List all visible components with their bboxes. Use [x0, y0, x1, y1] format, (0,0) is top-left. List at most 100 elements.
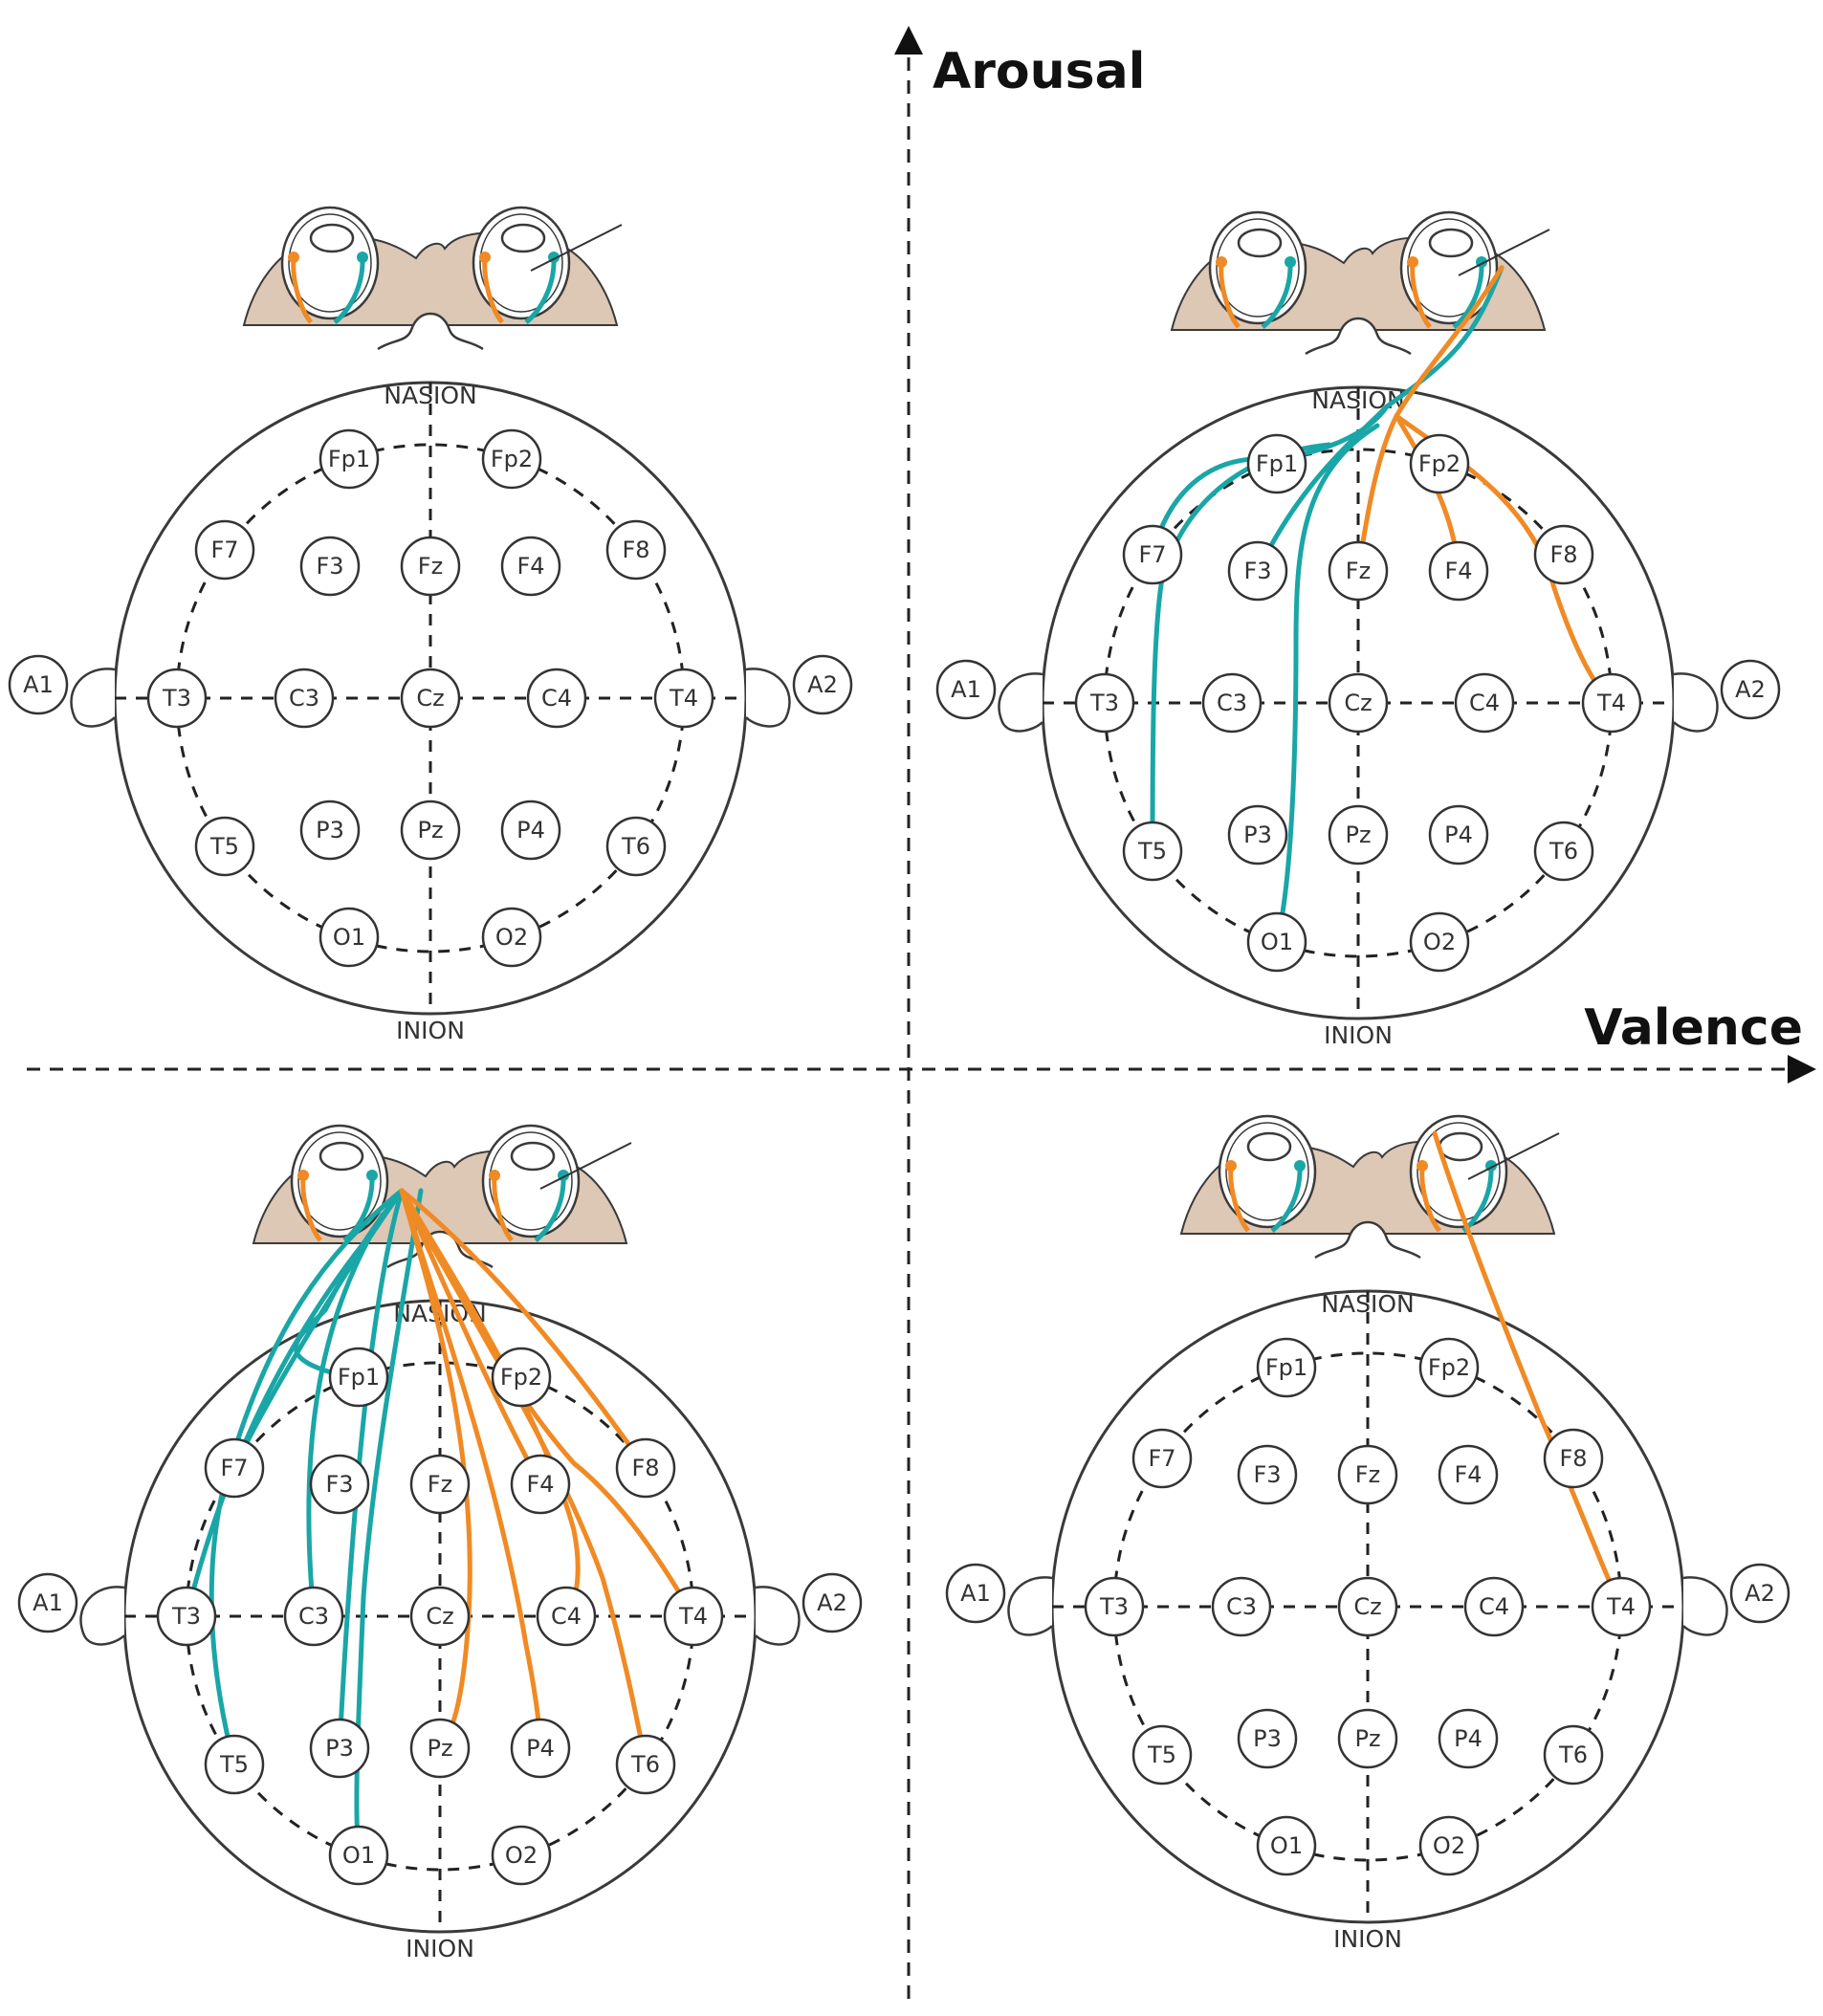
electrode-cz: Cz	[1328, 672, 1389, 734]
electrode-circle	[204, 1437, 265, 1499]
electrode-t3: T3	[1084, 1576, 1145, 1637]
electrode-f8: F8	[615, 1437, 676, 1499]
electrode-circle	[309, 1718, 370, 1779]
electrode-label: Cz	[416, 685, 444, 712]
electrode-label: O2	[1423, 929, 1456, 955]
electrode-circle	[1418, 1337, 1480, 1398]
electrode-label: Fp2	[1418, 450, 1461, 477]
electrode-circle	[409, 1454, 471, 1515]
electrode-label: F7	[210, 537, 238, 563]
electrode-circle	[1337, 1576, 1398, 1637]
electrode-circle	[1438, 1708, 1499, 1769]
orange-optic-fibre	[1410, 262, 1433, 329]
electrode-label: A2	[807, 671, 838, 698]
inion-label: INION	[1333, 1925, 1402, 1953]
electrode-p4: P4	[510, 1718, 571, 1779]
cyan-pathway	[1255, 404, 1390, 574]
electrode-label: Pz	[1354, 1725, 1380, 1752]
electrode-f4: F4	[500, 536, 561, 597]
electrode-label: C3	[289, 685, 319, 712]
orange-optic-fibre	[482, 257, 505, 324]
electrode-circle	[204, 1734, 265, 1795]
electrode-label: T6	[630, 1751, 660, 1778]
electrode-label: Cz	[1344, 690, 1372, 716]
electrode-label: T5	[219, 1751, 249, 1778]
electrode-circle	[1122, 524, 1183, 585]
electrode-label: C4	[541, 685, 572, 712]
electrode-pz: Pz	[409, 1718, 471, 1779]
electrode-label: T5	[1137, 838, 1167, 865]
cyan-pathway	[1274, 423, 1380, 945]
electrode-fz: Fz	[409, 1454, 471, 1515]
electrode-label: T4	[669, 685, 698, 712]
electrode-circle	[1729, 1563, 1790, 1624]
electrode-f3: F3	[299, 536, 361, 597]
electrode-label: A1	[951, 676, 981, 703]
electrode-a1: A1	[17, 1572, 78, 1633]
electrode-label: F3	[325, 1471, 353, 1498]
orange-fibre-node	[288, 252, 299, 263]
inion-label: INION	[1324, 1021, 1393, 1049]
electrode-circle	[802, 1572, 863, 1633]
electrode-t3: T3	[1074, 672, 1135, 734]
electrode-t3: T3	[146, 668, 208, 729]
electrode-a2: A2	[802, 1572, 863, 1633]
electrode-a2: A2	[1729, 1563, 1790, 1624]
electrode-fz: Fz	[1337, 1444, 1398, 1505]
electrode-circle	[1409, 911, 1470, 973]
electrode-circle	[935, 659, 997, 720]
electrode-circle	[1720, 659, 1781, 720]
electrode-circle	[1463, 1576, 1525, 1637]
electrode-o1: O1	[328, 1825, 389, 1886]
electrode-label: F4	[1444, 558, 1472, 584]
electrode-fp1: Fp1	[328, 1347, 389, 1408]
electrode-p3: P3	[1227, 804, 1288, 866]
electrode-c4: C4	[536, 1586, 597, 1647]
cyan-optic-fibre	[342, 1175, 375, 1242]
electrode-circle	[1256, 1815, 1317, 1876]
nasion-label: NASION	[1311, 386, 1404, 414]
electrode-label: T3	[162, 685, 191, 712]
electrode-o1: O1	[1256, 1815, 1317, 1876]
electrode-circle	[400, 668, 461, 729]
cyan-optic-fibre	[333, 257, 365, 324]
electrode-label: F8	[1549, 541, 1577, 568]
electrode-circle	[1337, 1708, 1398, 1769]
electrode-label: F7	[1138, 541, 1166, 568]
electrode-circle	[1256, 1337, 1317, 1398]
electrode-c4: C4	[1463, 1576, 1525, 1637]
orange-fibre-node	[1225, 1160, 1237, 1172]
electrode-label: Fp2	[1428, 1354, 1470, 1381]
orange-fibre-node	[489, 1170, 500, 1181]
electrode-t4: T4	[653, 668, 714, 729]
electrode-t6: T6	[605, 816, 667, 877]
electrode-label: Cz	[1353, 1593, 1381, 1620]
electrode-circle	[491, 1347, 552, 1408]
electrode-t6: T6	[1533, 821, 1594, 882]
nose-shape	[1314, 1220, 1421, 1260]
electrode-f4: F4	[1438, 1444, 1499, 1505]
electrode-f7: F7	[1122, 524, 1183, 585]
electrode-label: P4	[1444, 822, 1473, 848]
nasion-label: NASION	[1321, 1290, 1414, 1318]
electrode-label: T5	[209, 833, 239, 860]
electrode-label: A2	[1735, 676, 1766, 703]
left-ear	[998, 672, 1043, 733]
electrode-circle	[400, 800, 461, 861]
electrode-label: Fz	[1346, 558, 1371, 584]
electrode-circle	[1328, 672, 1389, 734]
electrode-label: F3	[1253, 1461, 1281, 1488]
left-ear	[1007, 1576, 1053, 1636]
electrode-f3: F3	[1227, 540, 1288, 602]
electrode-label: Cz	[426, 1603, 453, 1630]
electrode-circle	[1543, 1724, 1604, 1786]
electrode-circle	[400, 536, 461, 597]
left-eye	[290, 1124, 389, 1242]
electrode-circle	[1328, 540, 1389, 602]
electrode-label: P3	[325, 1735, 354, 1762]
electrode-circle	[605, 519, 667, 581]
inion-label: INION	[396, 1017, 465, 1044]
electrode-label: O1	[1261, 929, 1293, 955]
electrode-a1: A1	[8, 654, 69, 715]
